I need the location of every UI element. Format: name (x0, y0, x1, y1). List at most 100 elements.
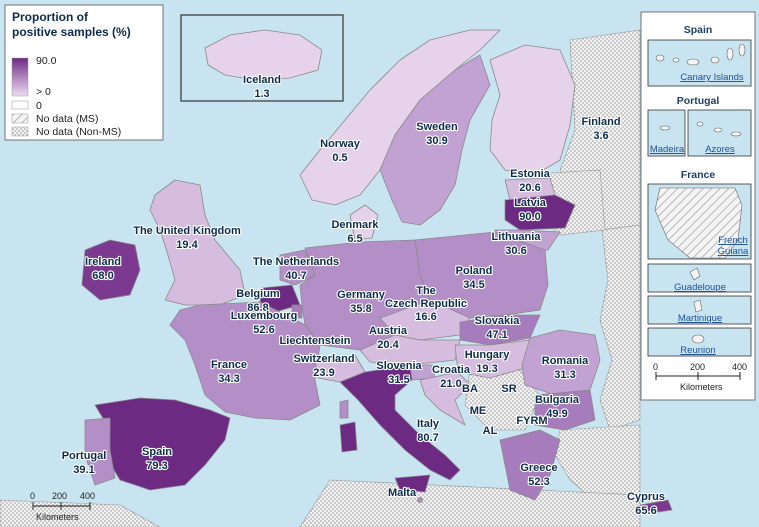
label-slovenia-name: Slovenia (376, 360, 422, 372)
label-czech-value: 16.6 (415, 311, 436, 323)
label-hungary-value: 19.3 (476, 363, 497, 375)
island-sicily (394, 474, 431, 493)
label-slovakia-name: Slovakia (475, 315, 521, 327)
inset-france-title: France (681, 169, 716, 181)
label-norway-value: 0.5 (332, 152, 347, 164)
label-me: ME (470, 405, 487, 417)
inset-scale-200: 200 (690, 362, 705, 372)
madeira-shape (659, 125, 671, 131)
label-hungary-name: Hungary (465, 349, 511, 361)
country-netherlands (279, 249, 316, 286)
main-scale-bar: 0 200 400 Kilometers (30, 491, 95, 522)
label-sweden-value: 30.9 (426, 135, 447, 147)
label-spain-value: 79.3 (146, 460, 167, 472)
label-czech-line2: Czech Republic (385, 298, 467, 310)
label-uk-name: The United Kingdom (133, 225, 241, 237)
label-portugal-value: 39.1 (73, 464, 94, 476)
label-croatia-name: Croatia (432, 364, 471, 376)
inset-madeira-frame (647, 109, 686, 157)
country-france (169, 301, 321, 421)
country-denmark (349, 204, 379, 241)
countries (81, 29, 673, 515)
country-bulgaria (534, 389, 596, 431)
island-malta (417, 497, 423, 503)
label-bulgaria-value: 49.9 (546, 408, 567, 420)
island-corsica (339, 399, 349, 419)
non-ms-regions (0, 29, 641, 527)
label-al: AL (483, 425, 498, 437)
country-latvia (504, 194, 576, 231)
label-greece-value: 52.3 (528, 476, 549, 488)
legend-max-label: 90.0 (36, 55, 57, 67)
inset-spain-frame (647, 39, 752, 87)
label-iceland-name: Iceland (243, 74, 281, 86)
label-latvia-name: Latvia (514, 197, 547, 209)
label-austria-value: 20.4 (377, 339, 399, 351)
label-france-name: France (211, 359, 247, 371)
inset-french-guiana-label-line1: French (718, 235, 748, 246)
label-greece-name: Greece (520, 462, 557, 474)
label-belgium-name: Belgium (236, 288, 280, 300)
label-switzerland-value: 23.9 (313, 367, 334, 379)
legend-min-positive-label: > 0 (36, 86, 51, 98)
label-cyprus-name: Cyprus (627, 491, 665, 503)
french-guiana-shape (654, 187, 743, 259)
azores-shapes (696, 121, 742, 137)
label-iceland-value: 1.3 (254, 88, 269, 100)
country-labels: Iceland 1.3 Norway 0.5 Sweden 30.9 Finla… (61, 73, 666, 518)
inset-scale-400: 400 (732, 362, 747, 372)
label-spain-name: Spain (142, 446, 172, 458)
main-scale-0: 0 (30, 491, 35, 501)
label-denmark-value: 6.5 (347, 233, 362, 245)
overseas-insets-panel: Spain Canary Islands Portugal Madeira Az… (640, 11, 756, 401)
label-austria-name: Austria (369, 325, 408, 337)
label-lithuania-name: Lithuania (492, 231, 542, 243)
country-poland (414, 231, 549, 319)
label-france-value: 34.3 (218, 373, 239, 385)
label-liechtenstein-name: Liechtenstein (280, 335, 351, 347)
legend-gradient-swatch (11, 57, 29, 97)
label-sr: SR (501, 383, 516, 395)
label-romania-name: Romania (542, 355, 589, 367)
island-cyprus (639, 499, 673, 515)
label-estonia-value: 20.6 (519, 182, 540, 194)
label-cyprus-value: 65.6 (635, 505, 656, 517)
inset-portugal-title: Portugal (677, 95, 720, 107)
label-estonia-name: Estonia (510, 168, 551, 180)
inset-guadeloupe-label: Guadeloupe (674, 282, 726, 293)
inset-scale-unit: Kilometers (680, 382, 723, 392)
country-ireland (81, 239, 141, 301)
legend-no-data-non-ms-swatch (11, 126, 29, 137)
country-italy (339, 364, 461, 481)
inset-reunion-label: Reunion (680, 345, 715, 356)
country-portugal (84, 417, 116, 486)
legend-no-data-non-ms-label: No data (Non-MS) (36, 126, 121, 138)
inset-guadeloupe-frame (647, 263, 752, 293)
label-croatia-value: 21.0 (440, 378, 461, 390)
inset-martinique-label: Martinique (678, 313, 722, 324)
legend: Proportion of positive samples (%) 90.0 … (4, 4, 164, 141)
label-ireland-name: Ireland (85, 256, 121, 268)
label-latvia-value: 90.0 (519, 211, 540, 223)
country-finland (489, 44, 576, 176)
label-germany-name: Germany (337, 289, 386, 301)
label-sweden-name: Sweden (416, 121, 458, 133)
label-germany-value: 35.8 (350, 303, 371, 315)
label-denmark-name: Denmark (331, 219, 379, 231)
label-portugal-name: Portugal (62, 450, 107, 462)
label-uk-value: 19.4 (176, 239, 198, 251)
legend-no-data-ms-label: No data (MS) (36, 113, 98, 125)
label-netherlands-name: The Netherlands (253, 256, 339, 268)
country-belgium (259, 284, 301, 313)
inset-azores-label: Azores (705, 144, 735, 155)
reunion-shape (691, 334, 705, 344)
iceland-inset (180, 14, 344, 102)
label-poland-name: Poland (456, 265, 493, 277)
label-fyrm: FYRM (516, 415, 547, 427)
main-scale-400: 400 (80, 491, 95, 501)
inset-canary-islands-label: Canary Islands (680, 72, 744, 83)
label-slovenia-value: 31.5 (388, 374, 409, 386)
label-slovakia-value: 47.1 (486, 329, 507, 341)
label-czech-line1: The (416, 285, 436, 297)
